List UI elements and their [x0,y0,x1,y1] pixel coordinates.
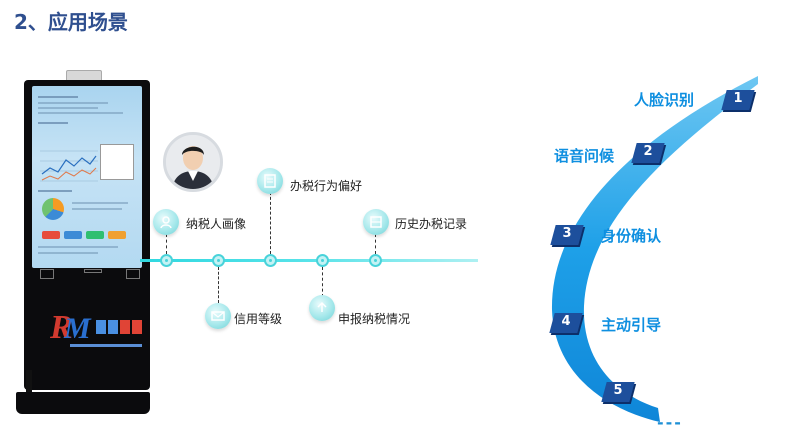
timeline-line [140,259,478,262]
timeline-node [160,254,173,267]
feature-label: 语音问候 [554,147,615,165]
kiosk-base [16,392,150,414]
feature-arc [551,76,758,422]
ruimeng-logo: R M [50,309,142,347]
feature-number-badge: 1 [721,90,755,110]
timeline-label: 信用等级 [234,312,283,326]
feature-label: 身份确认 [601,227,662,245]
mail-icon [205,303,231,329]
kiosk-hardware-slots [36,266,146,286]
timeline-node [264,254,277,267]
kiosk-device-image: R M [16,70,150,415]
feature-label: 人脸识别 [634,91,695,109]
svg-text:R: R [50,309,73,346]
kiosk-screen [32,86,142,268]
feature-number-badge: 3 [550,225,584,245]
upload-icon [309,295,335,321]
svg-text:M: M [63,312,92,345]
feature-number-badge: 4 [549,313,583,333]
timeline-label: 申报纳税情况 [338,312,411,326]
page-title: 2、应用场景 [14,10,128,34]
feature-label: 主动引导 [601,316,662,334]
timeline-label: 历史办税记录 [395,217,468,231]
timeline-label: 办税行为偏好 [290,179,363,193]
document-icon [257,168,283,194]
more-indicator: --- [657,413,683,432]
person-icon [153,209,179,235]
timeline-node [316,254,329,267]
kiosk-stand [26,370,32,394]
feature-number-badge: 2 [631,143,665,163]
cabinet-icon [363,209,389,235]
feature-number-badge: 5 [601,382,635,402]
avatar [163,132,223,192]
timeline-node [212,254,225,267]
timeline-node [369,254,382,267]
timeline-label: 纳税人画像 [186,217,247,231]
